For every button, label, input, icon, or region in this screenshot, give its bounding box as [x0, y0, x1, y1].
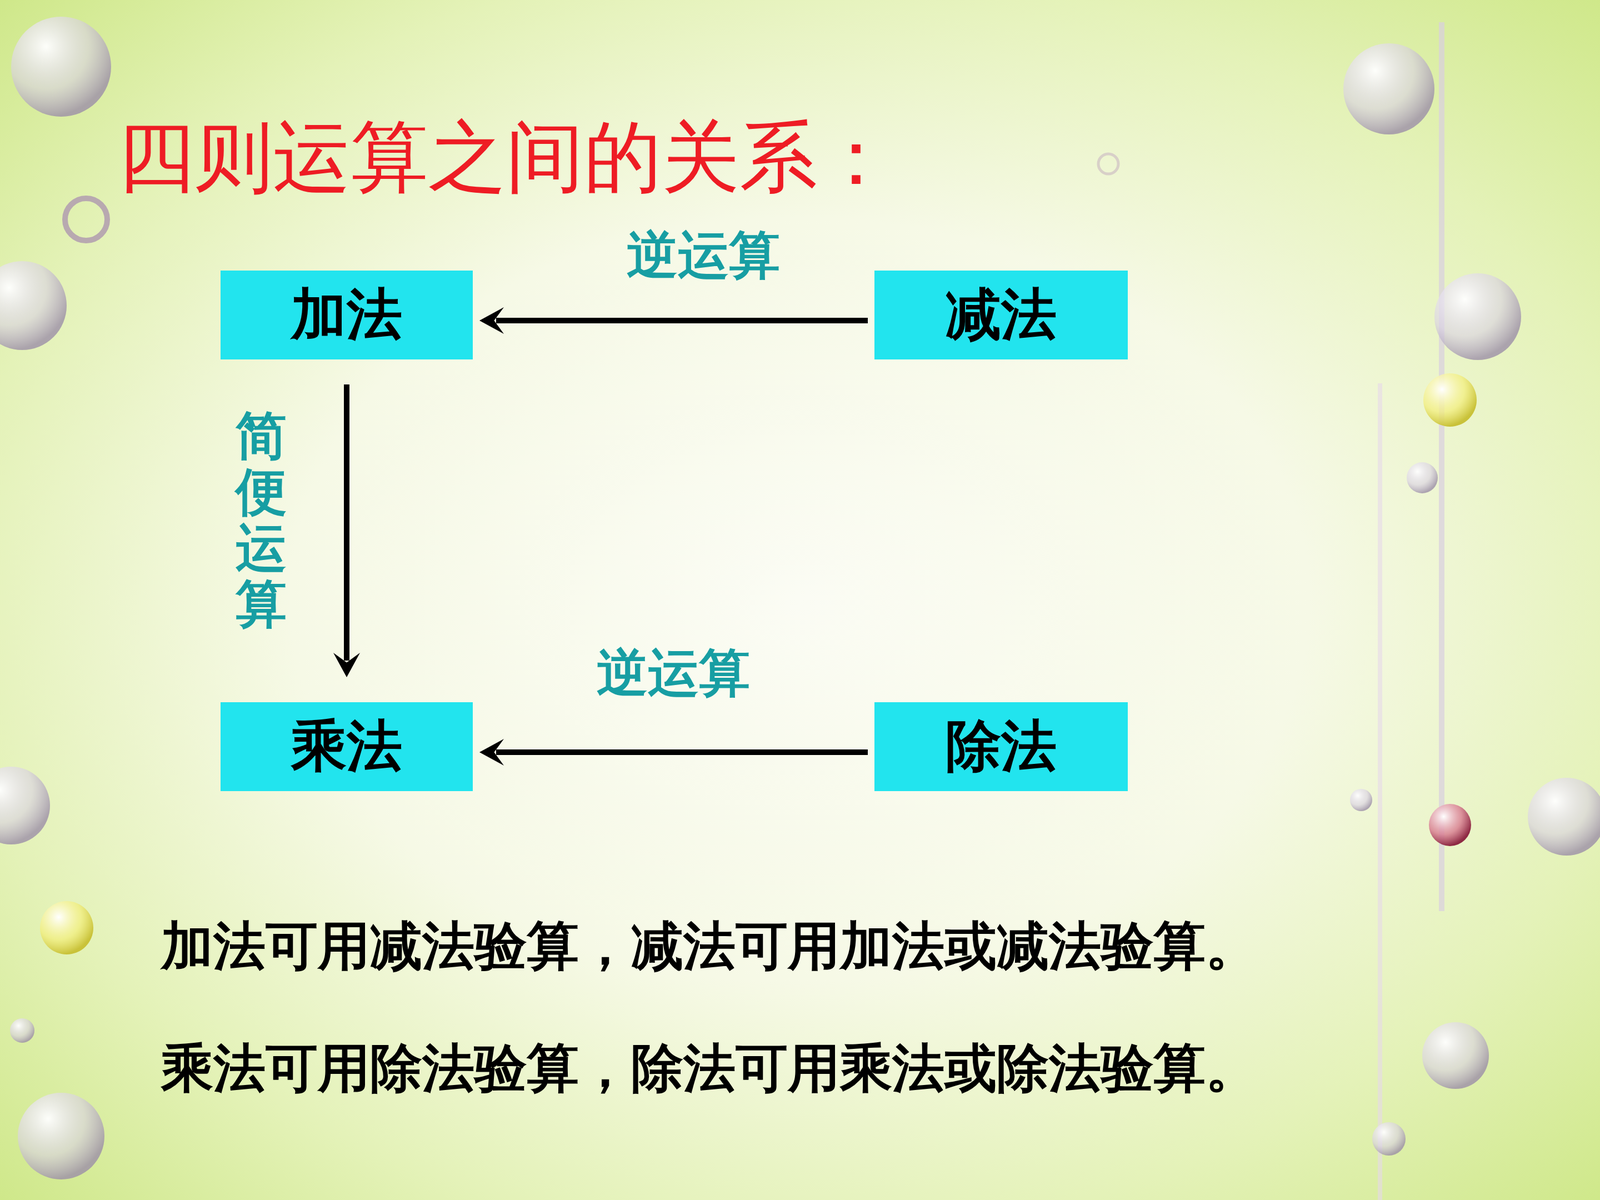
edge-label: 逆运算 — [626, 221, 780, 290]
box-text: 减法 — [945, 277, 1057, 353]
edge-label: 简便运算 — [235, 407, 287, 633]
arrow-connector — [479, 738, 868, 766]
edge-label: 逆运算 — [596, 638, 750, 708]
note-text: 乘法可用除法验算，除法可用乘法或除法验算。 — [161, 1033, 1258, 1104]
operation-box: 加法 — [220, 270, 473, 360]
operation-box: 减法 — [874, 270, 1128, 360]
note-text: 加法可用减法验算，减法可用加法或减法验算。 — [161, 911, 1258, 982]
box-text: 乘法 — [291, 709, 403, 785]
box-text: 除法 — [945, 709, 1057, 785]
diagram-title: 四则运算之间的关系： — [117, 105, 895, 212]
arrow-connector — [479, 307, 868, 334]
arrow-connector — [333, 384, 360, 678]
operation-box: 除法 — [874, 702, 1128, 792]
operation-box: 乘法 — [220, 702, 473, 792]
box-text: 加法 — [291, 277, 403, 353]
